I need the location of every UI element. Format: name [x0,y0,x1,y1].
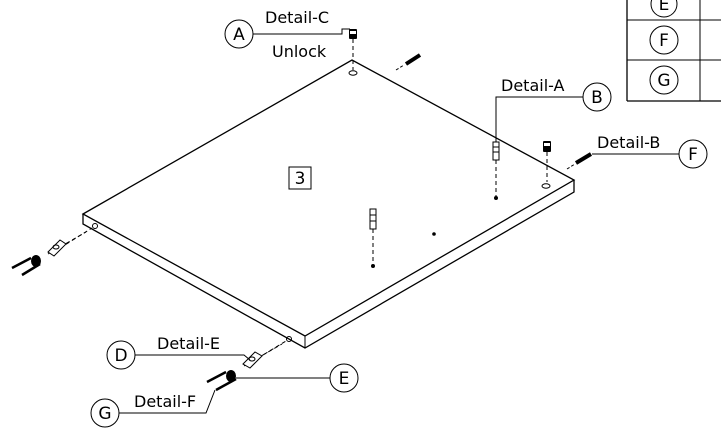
callout-f-caption: Detail-B [597,133,660,152]
cam-bolt-center [369,208,377,264]
bracket-left [11,227,93,277]
dowel-back [395,53,422,71]
callout-a: A Detail-C Unlock [224,8,350,61]
callout-f-letter: F [688,145,698,165]
callout-b-letter: B [591,88,603,108]
callout-d-letter: D [114,346,127,366]
legend-letter-e: E [659,0,670,15]
callout-e: E [236,363,359,393]
panel-number: 3 [295,169,306,189]
legend-row-e: E [650,0,678,18]
cam-bolt-a [492,141,500,196]
callout-a-letter: A [233,25,245,45]
legend-letter-g: G [657,71,670,91]
callout-f: F Detail-B [592,133,708,169]
callout-e-letter: E [339,369,350,389]
cam-lock-b [543,141,551,182]
callout-b-caption: Detail-A [501,76,565,95]
unlock-note: Unlock [272,42,327,61]
legend-letter-f: F [659,31,669,51]
callout-g-caption: Detail-F [134,392,196,411]
callout-g-letter: G [98,404,111,424]
legend-row-g: G [649,65,679,95]
callout-d-caption: Detail-E [157,334,220,353]
panel-board: 3 [81,59,576,349]
legend-row-f: F [649,25,679,55]
callout-d: D Detail-E [106,334,251,370]
dowel-right [566,152,593,170]
callout-a-caption: Detail-C [265,8,329,27]
callout-g: G Detail-F [90,389,216,428]
callout-b: B Detail-A [495,76,612,142]
cam-lock-top [349,29,357,70]
parts-legend-table: E F G [626,0,721,102]
bracket-front [206,340,287,392]
